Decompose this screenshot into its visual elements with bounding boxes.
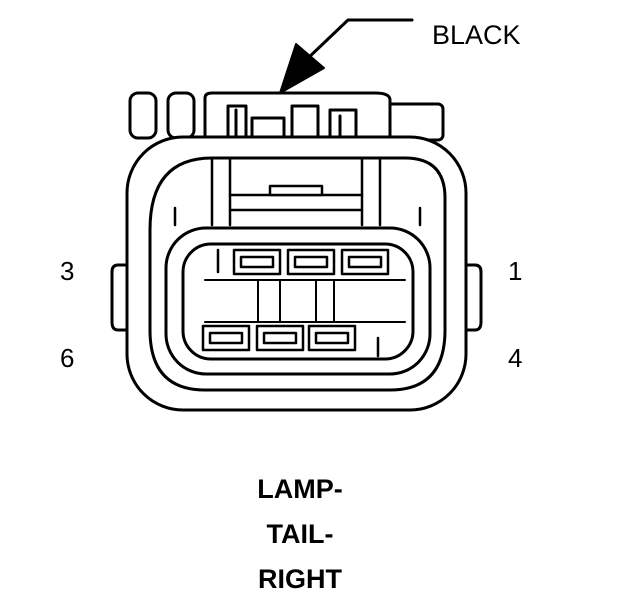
pin-1-label: 1 bbox=[508, 256, 523, 286]
title-line-3: RIGHT bbox=[258, 564, 342, 594]
leader-arrow bbox=[279, 18, 414, 94]
pin-3-label: 3 bbox=[60, 256, 75, 286]
pin-4-label: 4 bbox=[508, 343, 523, 373]
cavity-outline bbox=[164, 226, 432, 376]
title-line-2: TAIL- bbox=[266, 519, 334, 549]
latch-detail bbox=[173, 156, 422, 227]
terminal-row-top bbox=[232, 248, 390, 276]
title-line-1: LAMP- bbox=[257, 474, 343, 504]
wire-color-label: BLACK bbox=[432, 20, 521, 50]
terminal-row-bottom bbox=[201, 324, 357, 352]
pin-6-label: 6 bbox=[60, 343, 75, 373]
